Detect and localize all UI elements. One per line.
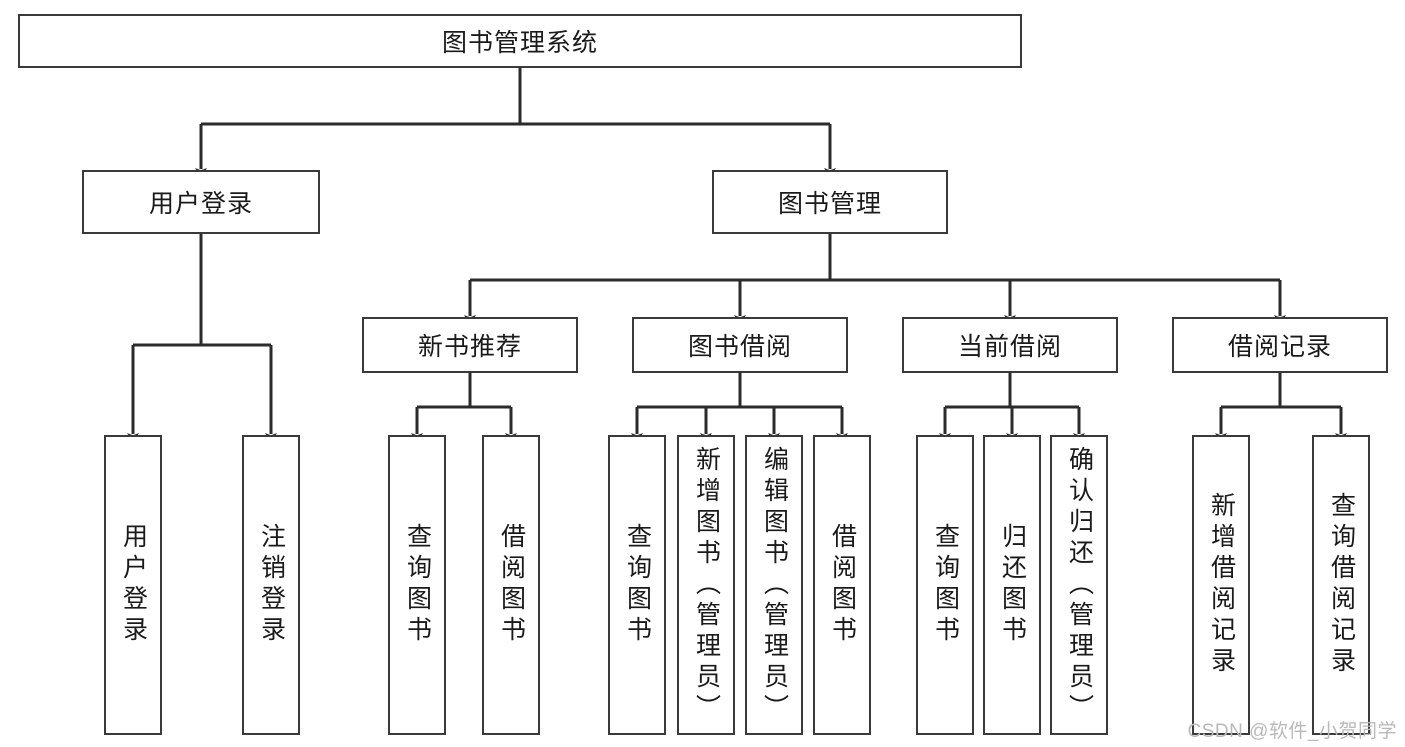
node-label: 借阅图书 [497,523,526,647]
node-leaf-user-login[interactable]: 用户登录 [104,435,162,735]
node-leaf-query-book-1[interactable]: 查询图书 [388,435,446,735]
node-label: 编辑图书（管理员） [760,445,789,725]
watermark-text: CSDN @软件_小贺同学 [1187,721,1397,742]
node-borrow-record[interactable]: 借阅记录 [1172,317,1388,373]
node-label: 查询借阅记录 [1327,492,1356,678]
node-leaf-query-book-3[interactable]: 查询图书 [916,435,974,735]
node-label: 图书管理系统 [441,29,598,57]
node-label: 新增借阅记录 [1207,492,1236,678]
node-leaf-add-book[interactable]: 新增图书（管理员） [677,435,735,735]
node-leaf-borrow-book-2[interactable]: 借阅图书 [813,435,871,735]
node-label: 新书推荐 [417,333,522,361]
node-leaf-return-book[interactable]: 归还图书 [983,435,1041,735]
node-book-manage[interactable]: 图书管理 [712,170,948,234]
node-root-book-management-system[interactable]: 图书管理系统 [18,14,1022,68]
node-label: 查询图书 [623,523,652,647]
node-label: 借阅图书 [828,523,857,647]
node-label: 用户登录 [119,523,148,647]
node-label: 查询图书 [931,523,960,647]
node-label: 图书管理 [777,190,882,218]
node-user-login[interactable]: 用户登录 [82,170,320,234]
node-leaf-add-record[interactable]: 新增借阅记录 [1192,435,1250,735]
node-label: 图书借阅 [687,333,792,361]
node-leaf-edit-book[interactable]: 编辑图书（管理员） [745,435,803,735]
node-current-borrow[interactable]: 当前借阅 [902,317,1118,373]
node-leaf-user-logout[interactable]: 注销登录 [242,435,300,735]
node-label: 查询图书 [403,523,432,647]
node-leaf-query-book-2[interactable]: 查询图书 [608,435,666,735]
node-label: 借阅记录 [1227,333,1332,361]
node-leaf-query-record[interactable]: 查询借阅记录 [1312,435,1370,735]
node-label: 注销登录 [257,523,286,647]
node-leaf-confirm-return[interactable]: 确认归还（管理员） [1050,435,1108,735]
node-new-book-recommend[interactable]: 新书推荐 [362,317,578,373]
node-label: 新增图书（管理员） [692,445,721,725]
node-label: 当前借阅 [957,333,1062,361]
node-label: 确认归还（管理员） [1065,445,1094,725]
node-label: 归还图书 [998,523,1027,647]
node-leaf-borrow-book-1[interactable]: 借阅图书 [482,435,540,735]
node-label: 用户登录 [148,190,253,218]
node-book-borrow[interactable]: 图书借阅 [632,317,848,373]
